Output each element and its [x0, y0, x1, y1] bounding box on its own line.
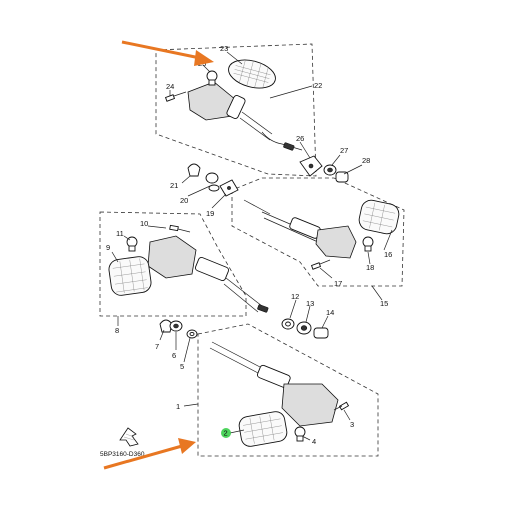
callout-18: 18: [366, 263, 374, 272]
grommet-7: [159, 319, 173, 333]
lens-16-right: [358, 199, 400, 235]
lens-2-bottom: [238, 411, 288, 447]
turn-signal-assembly-left: [147, 235, 269, 313]
front-direction-icon: [119, 427, 139, 447]
callout-13: 13: [306, 299, 314, 308]
lens-9-left: [108, 256, 152, 296]
callout-19: 19: [206, 209, 214, 218]
callout-7: 7: [155, 342, 159, 351]
nut-27: [323, 164, 337, 176]
callout-2-highlight: 2: [221, 428, 231, 438]
callout-17: 17: [334, 279, 342, 288]
callout-3: 3: [350, 420, 354, 429]
part-code: 5BP3160-D360: [100, 451, 145, 458]
grommet-21: [187, 163, 201, 177]
cap-14: [313, 327, 329, 339]
callout-2: 2: [224, 429, 228, 438]
lens-23-top: [228, 59, 276, 89]
arrow-bottom-icon: [103, 438, 196, 470]
assembly-box-8: [99, 211, 247, 317]
callout-21: 21: [170, 181, 178, 190]
turn-signal-assembly-top: [187, 81, 303, 151]
callout-22: 22: [314, 81, 322, 90]
turn-signal-assembly-right: [243, 199, 357, 259]
callout-5: 5: [180, 362, 184, 371]
callout-27: 27: [340, 146, 348, 155]
washer-12: [281, 318, 295, 330]
callout-4: 4: [312, 437, 316, 446]
screw-10: [169, 224, 191, 233]
callout-24: 24: [166, 82, 174, 91]
callout-26: 26: [296, 134, 304, 143]
plate-19: [219, 179, 239, 197]
callout-14: 14: [326, 308, 334, 317]
screw-17: [310, 259, 331, 270]
callout-23: 23: [220, 44, 228, 53]
callout-15: 15: [380, 299, 388, 308]
nut-13: [296, 321, 312, 335]
cap-28: [335, 171, 349, 183]
nut-6: [169, 320, 183, 332]
screw-24: [164, 91, 187, 102]
bulb-11: [126, 236, 138, 252]
callout-12: 12: [291, 292, 299, 301]
bulb-18: [362, 236, 374, 252]
callout-1: 1: [176, 402, 180, 411]
washer-5: [186, 329, 198, 339]
bracket-26: [299, 155, 323, 177]
turn-signal-assembly-bottom: [209, 341, 339, 427]
callout-6: 6: [172, 351, 176, 360]
bulb-25: [206, 70, 218, 86]
arrow-top-icon: [121, 40, 214, 66]
washer-20: [205, 172, 220, 192]
leader-lines: [111, 51, 393, 441]
callout-11: 11: [116, 229, 124, 238]
callout-16: 16: [384, 250, 392, 259]
bulb-4: [294, 426, 306, 442]
assembly-box-22: [155, 43, 317, 177]
assembly-box-1: [197, 323, 379, 457]
callout-9: 9: [106, 243, 110, 252]
callout-28: 28: [362, 156, 370, 165]
assembly-box-15: [231, 177, 405, 287]
callout-numbers: 23 25 24 22 26 27 28 21 20 19 10 11 9 16…: [106, 44, 392, 446]
callout-10: 10: [140, 219, 148, 228]
callout-20: 20: [180, 196, 188, 205]
callout-8: 8: [115, 326, 119, 335]
screw-3: [333, 401, 350, 411]
